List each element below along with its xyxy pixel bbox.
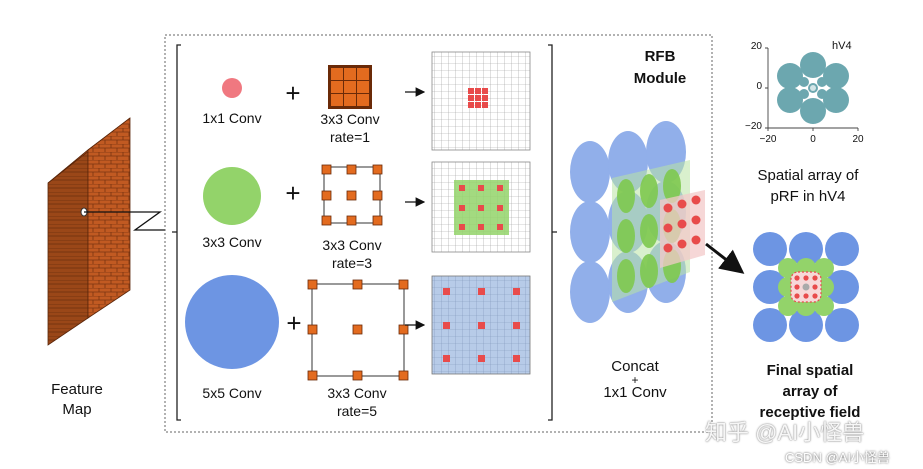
row2-rate: rate=3 [331, 255, 373, 271]
final-caption-line1: Final spatial [766, 362, 854, 379]
feature-map-block [47, 117, 131, 346]
rfb-title-line1: RFB [644, 48, 676, 65]
conv-5x5-circle [185, 275, 279, 369]
zhihu-watermark: 知乎 @AI小怪兽 [705, 420, 865, 445]
hv4-plot [765, 47, 859, 131]
final-caption: Final spatial array of receptive field [740, 360, 880, 423]
final-rf-array [753, 232, 859, 342]
row3-left-label: 5x5 Conv [202, 385, 262, 401]
concat-line1: Concat [611, 358, 659, 375]
hv4-plot-title: hV4 [832, 40, 852, 52]
left-bracket [176, 44, 181, 421]
conv-3x3-circle [203, 167, 261, 225]
hv4-xtick-mid: 0 [810, 134, 816, 145]
concat-stack [570, 121, 705, 323]
row2-plus: + [285, 178, 301, 208]
module-dashed-border [164, 34, 713, 433]
row3-kernel-label: 3x3 Conv rate=5 [317, 384, 397, 420]
concat-plus: + [631, 373, 639, 387]
concat-label: Concat + 1x1 Conv [590, 358, 680, 402]
row3-plus: + [286, 308, 302, 338]
rfb-module-title: RFB Module [620, 46, 700, 90]
input-connector [84, 211, 165, 231]
row1-plus: + [285, 78, 301, 108]
kernel-3x3-rate5 [307, 279, 409, 381]
row1-rate: rate=1 [329, 129, 371, 145]
output-arrow [705, 242, 745, 274]
final-caption-line2: array of [782, 383, 838, 400]
hv4-caption-line1: Spatial array of [757, 167, 859, 184]
row3-kernel-name: 3x3 Conv [327, 385, 387, 401]
hv4-caption-line2: pRF in hV4 [770, 188, 846, 205]
feature-map-label-line1: Feature [51, 381, 103, 398]
right-bracket [548, 44, 553, 421]
hv4-caption: Spatial array of pRF in hV4 [738, 165, 878, 207]
row1-left-label: 1x1 Conv [202, 110, 262, 126]
hv4-xtick-left: −20 [759, 134, 777, 145]
grid-row2 [431, 161, 531, 253]
rfb-title-line2: Module [633, 70, 687, 87]
conv-1x1-circle [222, 78, 242, 98]
grid-row1 [431, 51, 531, 151]
feature-map-label-line2: Map [62, 401, 92, 418]
hv4-ytick-mid: 0 [756, 81, 762, 92]
hv4-xtick-right: 20 [852, 134, 864, 145]
concat-line2: 1x1 Conv [603, 384, 667, 401]
hv4-ytick-top: 20 [750, 41, 762, 52]
row2-kernel-name: 3x3 Conv [322, 237, 382, 253]
row1-kernel-name: 3x3 Conv [320, 111, 380, 127]
kernel-3x3-rate1 [328, 65, 372, 109]
row2-left-label: 3x3 Conv [202, 234, 262, 250]
grid-row3 [431, 275, 531, 375]
final-caption-line3: receptive field [759, 404, 861, 421]
hv4-ytick-bottom: −20 [745, 121, 762, 132]
row3-rate: rate=5 [336, 403, 378, 419]
feature-map-label: Feature Map [40, 380, 114, 420]
kernel-3x3-rate3 [321, 164, 383, 226]
row2-kernel-label: 3x3 Conv rate=3 [312, 236, 392, 272]
row1-kernel-label: 3x3 Conv rate=1 [310, 110, 390, 146]
csdn-watermark: CSDN @AI小怪兽 [785, 450, 890, 465]
